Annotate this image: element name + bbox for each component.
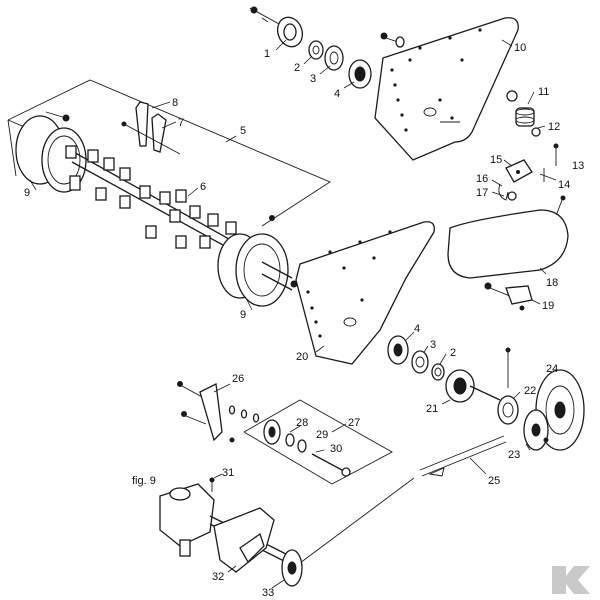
label-part-17: 17: [476, 187, 488, 199]
label-part-3: 3: [310, 73, 316, 85]
label-part-24: 24: [546, 363, 558, 375]
part-labels: 1 2 3 4 10 11 12 13 14 15 16 17 5 6 7 8 …: [24, 42, 584, 599]
bearing-stack-lower: [387, 331, 447, 381]
label-part-5: 5: [240, 125, 246, 137]
label-part-31: 31: [222, 467, 234, 479]
label-part-29: 29: [316, 429, 328, 441]
label-part-10: 10: [514, 42, 526, 54]
label-part-15: 15: [490, 154, 502, 166]
label-part-1: 1: [264, 48, 270, 60]
chain: [295, 435, 507, 567]
label-part-14: 14: [558, 179, 570, 191]
label-part-30: 30: [330, 443, 342, 455]
label-part-20: 20: [296, 351, 308, 363]
rotor-assembly: [7, 79, 331, 311]
label-part-4-lower: 4: [414, 323, 420, 335]
label-part-2: 2: [294, 62, 300, 74]
label-part-12: 12: [548, 121, 560, 133]
label-part-11: 11: [538, 86, 549, 98]
label-part-2-lower: 2: [450, 347, 456, 359]
label-part-26: 26: [232, 373, 244, 385]
label-part-28: 28: [296, 417, 308, 429]
bearing-stack-upper: [249, 6, 405, 89]
sprocket-small: [523, 409, 549, 451]
label-part-22: 22: [524, 385, 536, 397]
label-part-4: 4: [334, 88, 340, 100]
label-part-9-right: 9: [240, 309, 246, 321]
label-part-3-lower: 3: [430, 339, 436, 351]
label-part-9-left: 9: [24, 187, 30, 199]
label-part-23: 23: [508, 449, 520, 461]
k-logo: [552, 566, 590, 594]
label-part-33: 33: [262, 587, 274, 599]
side-plate-right-upper: [374, 17, 519, 161]
gearbox-assembly: [159, 473, 303, 589]
label-part-25: 25: [488, 475, 500, 487]
label-part-16: 16: [476, 173, 488, 185]
label-part-18: 18: [546, 277, 558, 289]
belt-cover: [447, 209, 569, 311]
label-part-19: 19: [542, 300, 554, 312]
label-fig-9: fig. 9: [132, 475, 156, 487]
label-part-8: 8: [172, 97, 178, 109]
idler-assembly: [177, 381, 393, 485]
tensioner-parts: [491, 90, 566, 217]
drive-hub: [441, 347, 521, 425]
label-part-21: 21: [426, 403, 438, 415]
label-part-32: 32: [212, 571, 224, 583]
label-part-7: 7: [178, 117, 184, 129]
label-part-6: 6: [200, 181, 206, 193]
side-plate-left-lower: [295, 221, 435, 365]
label-part-13: 13: [572, 160, 584, 172]
label-part-27: 27: [348, 417, 360, 429]
